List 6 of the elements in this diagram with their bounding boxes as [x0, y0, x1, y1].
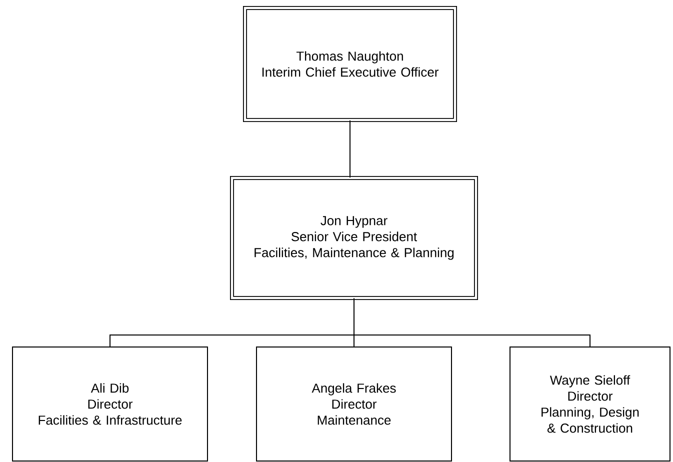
person-box: Ali Dib Director Facilities & Infrastructure — [12, 346, 208, 462]
connector-line — [354, 298, 590, 347]
title-box: Jon Hypnar Senior Vice President Facilities, Maintenance & Planning — [230, 176, 478, 300]
title-box: Thomas Naughton Interim Chief Executive Officer — [243, 6, 457, 122]
person-box: Angela Frakes Director Maintenance — [256, 346, 452, 462]
person-box: Wayne Sieloff Director Planning, Design & Construction — [510, 346, 670, 462]
